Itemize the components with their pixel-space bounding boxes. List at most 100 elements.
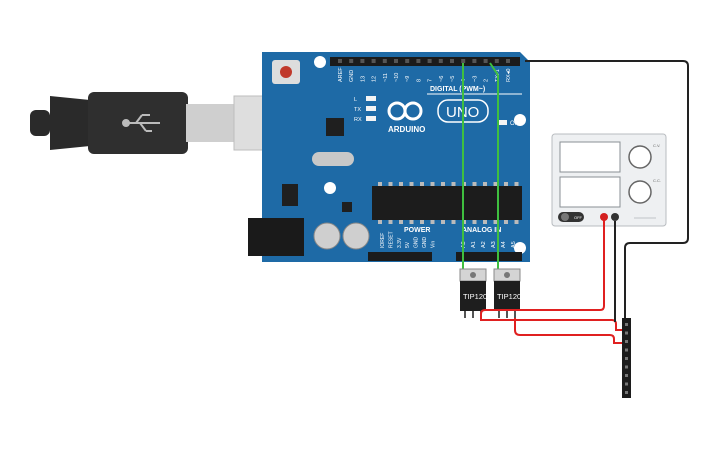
chip-pin bbox=[430, 182, 435, 186]
analog-label: ANALOG IN bbox=[462, 227, 501, 234]
chip-pin bbox=[472, 182, 477, 186]
chip-pin bbox=[409, 220, 414, 224]
header-pin[interactable] bbox=[625, 391, 628, 394]
chip-pin bbox=[420, 182, 424, 186]
atmega-chip bbox=[372, 186, 522, 220]
digital-pin-label: ~11 bbox=[383, 73, 389, 82]
power-label: POWER bbox=[404, 227, 430, 234]
digital-pin[interactable] bbox=[494, 59, 499, 63]
chip-pin bbox=[399, 220, 403, 224]
small-chip bbox=[342, 202, 352, 212]
arduino-logo: ARDUINO bbox=[387, 101, 425, 134]
digital-pin-label: RX◂0 bbox=[506, 69, 512, 82]
chip-pin bbox=[504, 220, 508, 224]
digital-pin[interactable] bbox=[416, 59, 421, 63]
transistor-1[interactable]: TIP120 bbox=[459, 268, 487, 318]
digital-pin[interactable] bbox=[450, 59, 454, 63]
switch-label: OFF bbox=[574, 215, 583, 220]
digital-pin-label: ~3 bbox=[472, 76, 478, 82]
digital-pin[interactable] bbox=[349, 59, 354, 63]
signal-wire[interactable] bbox=[489, 62, 499, 76]
digital-pin-label: 12 bbox=[372, 76, 378, 82]
digital-pin[interactable] bbox=[338, 59, 342, 63]
knob-label: C.C. bbox=[653, 178, 661, 183]
header-pin[interactable] bbox=[625, 365, 628, 369]
digital-pin-label: ~10 bbox=[394, 73, 400, 82]
led-label: TX bbox=[354, 107, 361, 113]
power-pin-label: GND bbox=[414, 237, 420, 249]
header-pin[interactable] bbox=[625, 374, 628, 377]
header-pin[interactable] bbox=[625, 382, 628, 386]
capacitor bbox=[342, 222, 370, 250]
digital-pin-label: 7 bbox=[428, 79, 434, 82]
digital-pin[interactable] bbox=[382, 59, 387, 63]
digital-pin-label: AREF bbox=[338, 67, 344, 82]
chip-pin bbox=[472, 220, 477, 224]
crystal-oscillator bbox=[312, 152, 354, 166]
header-pin[interactable] bbox=[625, 340, 628, 343]
chip-pin bbox=[504, 182, 508, 186]
digital-pin[interactable] bbox=[371, 59, 376, 63]
header-pin[interactable] bbox=[625, 348, 628, 352]
digital-pin[interactable] bbox=[472, 59, 477, 63]
digital-pin-label: 2 bbox=[484, 79, 490, 82]
analog-pin-label: A2 bbox=[481, 241, 487, 248]
digital-pin[interactable] bbox=[405, 59, 410, 63]
on-led bbox=[497, 120, 507, 125]
positive-terminal[interactable] bbox=[600, 213, 608, 221]
chip-pin bbox=[493, 182, 498, 186]
digital-pin[interactable] bbox=[394, 59, 398, 63]
usb-cable[interactable] bbox=[30, 92, 267, 154]
voltage-knob[interactable] bbox=[628, 145, 652, 169]
power-pin-label: GND bbox=[422, 237, 428, 249]
power-pin-label: 3.3V bbox=[397, 237, 403, 248]
on-led-label: ON bbox=[510, 121, 519, 127]
chip-pin bbox=[430, 220, 435, 224]
usb-icon bbox=[122, 114, 160, 132]
chip-pin bbox=[441, 182, 445, 186]
chip-pin bbox=[420, 220, 424, 224]
power-header bbox=[368, 252, 432, 261]
digital-pin-label: ~9 bbox=[405, 76, 411, 82]
brand-label: ARDUINO bbox=[388, 125, 425, 134]
chip-pin bbox=[493, 220, 498, 224]
chip-pin bbox=[378, 182, 382, 186]
chip-pin bbox=[378, 220, 382, 224]
analog-pin-label: A4 bbox=[501, 241, 507, 248]
header-pin[interactable] bbox=[625, 323, 628, 326]
voltage-display bbox=[559, 141, 621, 173]
digital-pin-label: 8 bbox=[416, 79, 422, 82]
chip-pin bbox=[388, 182, 393, 186]
mount-hole bbox=[324, 182, 336, 194]
negative-terminal[interactable] bbox=[611, 213, 619, 221]
usb-chip bbox=[326, 118, 344, 136]
mount-hole bbox=[514, 114, 526, 126]
reset-button-cap[interactable] bbox=[280, 66, 292, 78]
chip-pin bbox=[514, 182, 519, 186]
digital-pin[interactable] bbox=[506, 59, 510, 63]
digital-pin[interactable] bbox=[461, 59, 466, 63]
transistor-2[interactable]: TIP120 bbox=[493, 268, 521, 318]
status-led bbox=[366, 106, 376, 111]
status-led bbox=[366, 116, 376, 121]
digital-pin[interactable] bbox=[360, 59, 365, 63]
chip-pin bbox=[483, 220, 487, 224]
mount-hole bbox=[514, 242, 526, 254]
chip-pin bbox=[451, 220, 456, 224]
digital-pin[interactable] bbox=[438, 59, 443, 63]
analog-pin-label: A3 bbox=[491, 241, 497, 248]
output-header[interactable] bbox=[622, 318, 631, 398]
digital-pin[interactable] bbox=[427, 59, 432, 63]
power-supply[interactable]: C.V. C.C. OFF bbox=[551, 133, 667, 227]
power-jack[interactable] bbox=[248, 218, 304, 256]
ground-wire[interactable] bbox=[525, 60, 689, 320]
chip-pin bbox=[451, 182, 456, 186]
current-knob[interactable] bbox=[628, 180, 652, 204]
led-label: L bbox=[354, 97, 357, 103]
chip-pin bbox=[441, 220, 445, 224]
header-pin[interactable] bbox=[625, 357, 628, 360]
header-pin[interactable] bbox=[625, 331, 628, 335]
digital-pin[interactable] bbox=[483, 59, 488, 63]
